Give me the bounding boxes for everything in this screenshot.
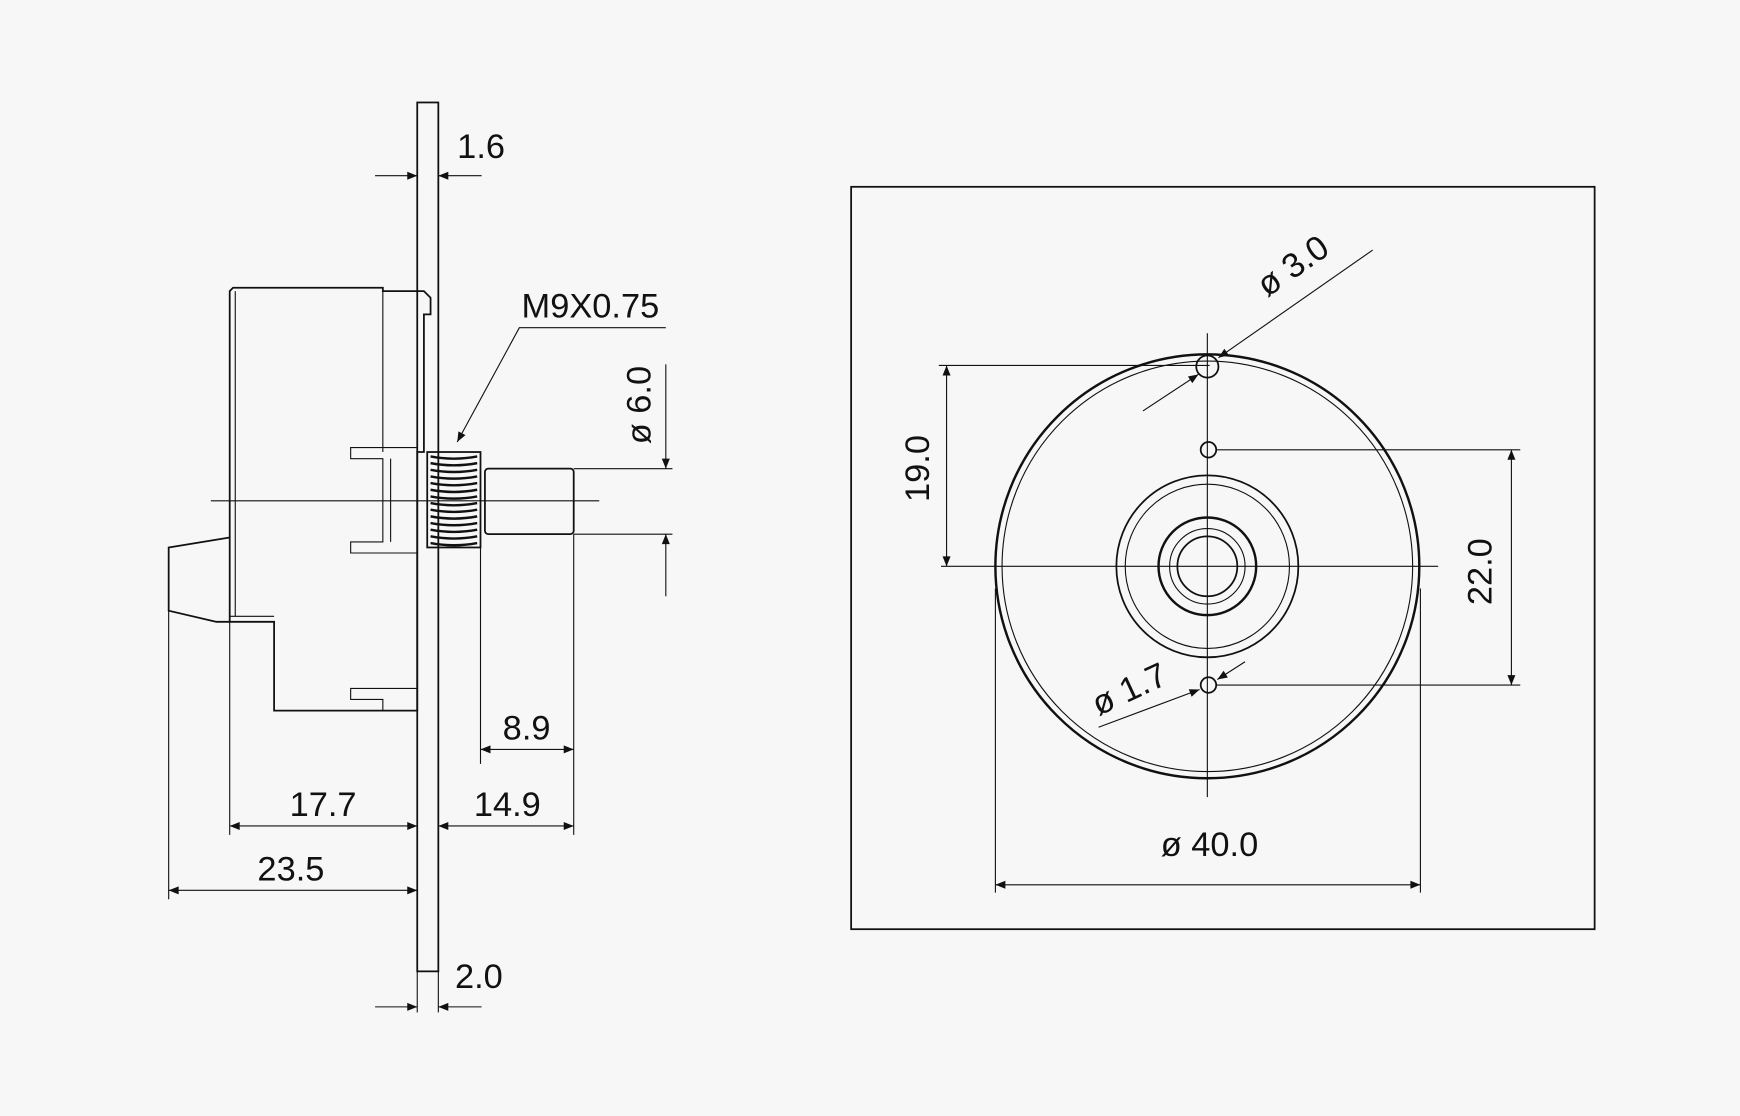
setting-knob xyxy=(167,536,230,623)
thread-line xyxy=(430,541,478,547)
dim-plate-gap: 2.0 xyxy=(455,958,503,996)
housing-notches xyxy=(350,447,418,711)
dim-top-hole-diameter: ø 3.0 xyxy=(1250,228,1336,304)
lower-mounting-hole xyxy=(1199,676,1218,694)
dim-small-hole-diameter: ø 1.7 xyxy=(1086,656,1173,724)
thread-line xyxy=(430,481,478,487)
front-view: 19.0 22.0 ø 40.0 ø 3.0 ø 1.7 xyxy=(850,185,1596,931)
thread-spec-label: M9X0.75 xyxy=(522,288,660,326)
thread-line xyxy=(430,508,478,514)
thread-line xyxy=(430,488,478,494)
thread-line xyxy=(430,455,478,460)
dim-total-depth: 23.5 xyxy=(257,850,324,888)
dim-body-diameter: ø 40.0 xyxy=(1161,826,1259,864)
thread-line xyxy=(430,475,478,480)
thread-line xyxy=(430,515,478,520)
hand-shaft xyxy=(484,467,575,536)
thread-line xyxy=(430,535,478,540)
thread-line xyxy=(430,501,478,507)
dim-hole-spacing: 22.0 xyxy=(1461,538,1499,605)
threaded-bushing xyxy=(426,451,482,549)
thread-line xyxy=(430,461,478,467)
thread-line xyxy=(430,521,478,527)
dim-front-length: 14.9 xyxy=(474,786,541,824)
side-view: 1.6 M9X0.75 ø 6.0 8.9 14.9 17.7 23.5 2.0 xyxy=(167,101,673,1013)
thread-line xyxy=(430,495,478,500)
dim-top-hole-offset: 19.0 xyxy=(899,435,937,502)
dim-body-depth: 17.7 xyxy=(290,786,357,824)
dim-shaft-length: 8.9 xyxy=(503,709,551,747)
movement-housing xyxy=(228,286,432,712)
upper-mounting-hole xyxy=(1199,441,1218,459)
dim-plate-thickness: 1.6 xyxy=(457,128,505,166)
thread-line xyxy=(430,468,478,474)
dim-shaft-diameter: ø 6.0 xyxy=(620,366,658,444)
front-view-frame xyxy=(850,185,1596,931)
thread-line xyxy=(430,528,478,534)
